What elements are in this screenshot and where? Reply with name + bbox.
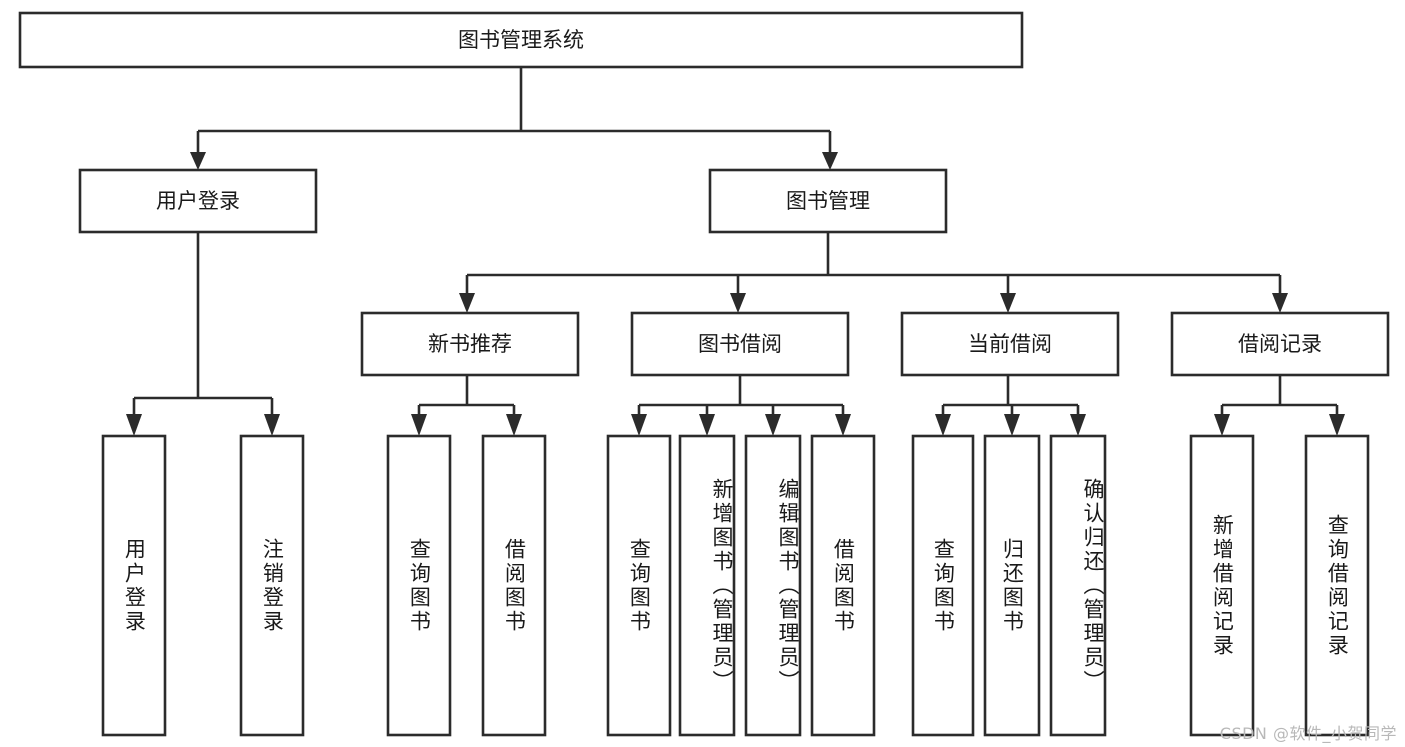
arrowhead-leaf-query-book-2 — [631, 414, 647, 436]
arrowhead-new-book-rec — [459, 293, 475, 313]
node-book-manage[interactable]: 图书管理 — [708, 168, 948, 234]
leaf-return-book-box[interactable] — [983, 434, 1041, 737]
arrowhead-leaf-return-book — [1004, 414, 1020, 436]
node-borrow-record-label: 借阅记录 — [1238, 332, 1322, 356]
leaf-user-login-box[interactable] — [101, 434, 167, 737]
leaf-borrow-book-1-box[interactable] — [481, 434, 547, 737]
node-borrow-record[interactable]: 借阅记录 — [1170, 311, 1390, 377]
arrowhead-leaf-borrow-book-2 — [835, 414, 851, 436]
arrowhead-leaf-query-record — [1329, 414, 1345, 436]
node-user-login-box[interactable] — [78, 168, 318, 234]
node-new-book-rec-box[interactable] — [360, 311, 580, 377]
leaf-boxes-group — [101, 434, 1370, 737]
leaf-borrow-book-2-box[interactable] — [810, 434, 876, 737]
node-new-book-rec-label: 新书推荐 — [428, 332, 512, 356]
arrowhead-borrow-record — [1272, 293, 1288, 313]
node-borrow-record-box[interactable] — [1170, 311, 1390, 377]
arrowhead-book-manage — [822, 152, 838, 170]
node-book-borrow-box[interactable] — [630, 311, 850, 377]
node-book-manage-label: 图书管理 — [786, 189, 870, 213]
arrowhead-book-borrow — [730, 293, 746, 313]
node-book-borrow-label: 图书借阅 — [698, 332, 782, 356]
node-root[interactable]: 图书管理系统 — [18, 11, 1024, 69]
node-book-borrow[interactable]: 图书借阅 — [630, 311, 850, 377]
node-user-login-label: 用户登录 — [156, 189, 240, 213]
leaf-query-book-1-box[interactable] — [386, 434, 452, 737]
arrowhead-leaf-query-book-3 — [935, 414, 951, 436]
arrowhead-leaf-confirm-return — [1070, 414, 1086, 436]
node-root-box[interactable] — [18, 11, 1024, 69]
csdn-watermark: CSDN @软件_小贺同学 — [1219, 724, 1397, 743]
node-current-borrow-box[interactable] — [900, 311, 1120, 377]
arrowhead-leaf-add-record — [1214, 414, 1230, 436]
leaf-edit-book-box[interactable] — [744, 434, 802, 737]
arrowhead-current-borrow — [1000, 293, 1016, 313]
node-root-label: 图书管理系统 — [458, 28, 584, 52]
arrowhead-leaf-borrow-book-1 — [506, 414, 522, 436]
leaf-query-record-box[interactable] — [1304, 434, 1370, 737]
leaf-confirm-return-box[interactable] — [1049, 434, 1107, 737]
arrowhead-user-login — [190, 152, 206, 170]
arrowhead-leaf-edit-book — [765, 414, 781, 436]
node-current-borrow-label: 当前借阅 — [968, 332, 1052, 356]
leaf-logout-login-box[interactable] — [239, 434, 305, 737]
node-book-manage-box[interactable] — [708, 168, 948, 234]
leaf-query-book-3-box[interactable] — [911, 434, 975, 737]
leaf-add-record-box[interactable] — [1189, 434, 1255, 737]
node-new-book-rec[interactable]: 新书推荐 — [360, 311, 580, 377]
arrowhead-leaf-user-login — [126, 414, 142, 436]
leaf-add-book-box[interactable] — [678, 434, 736, 737]
connector-group — [126, 67, 1345, 436]
arrowhead-leaf-add-book — [699, 414, 715, 436]
arrowhead-leaf-logout-login — [264, 414, 280, 436]
node-current-borrow[interactable]: 当前借阅 — [900, 311, 1120, 377]
leaf-query-book-2-box[interactable] — [606, 434, 672, 737]
arrowhead-leaf-query-book-1 — [411, 414, 427, 436]
node-user-login[interactable]: 用户登录 — [78, 168, 318, 234]
